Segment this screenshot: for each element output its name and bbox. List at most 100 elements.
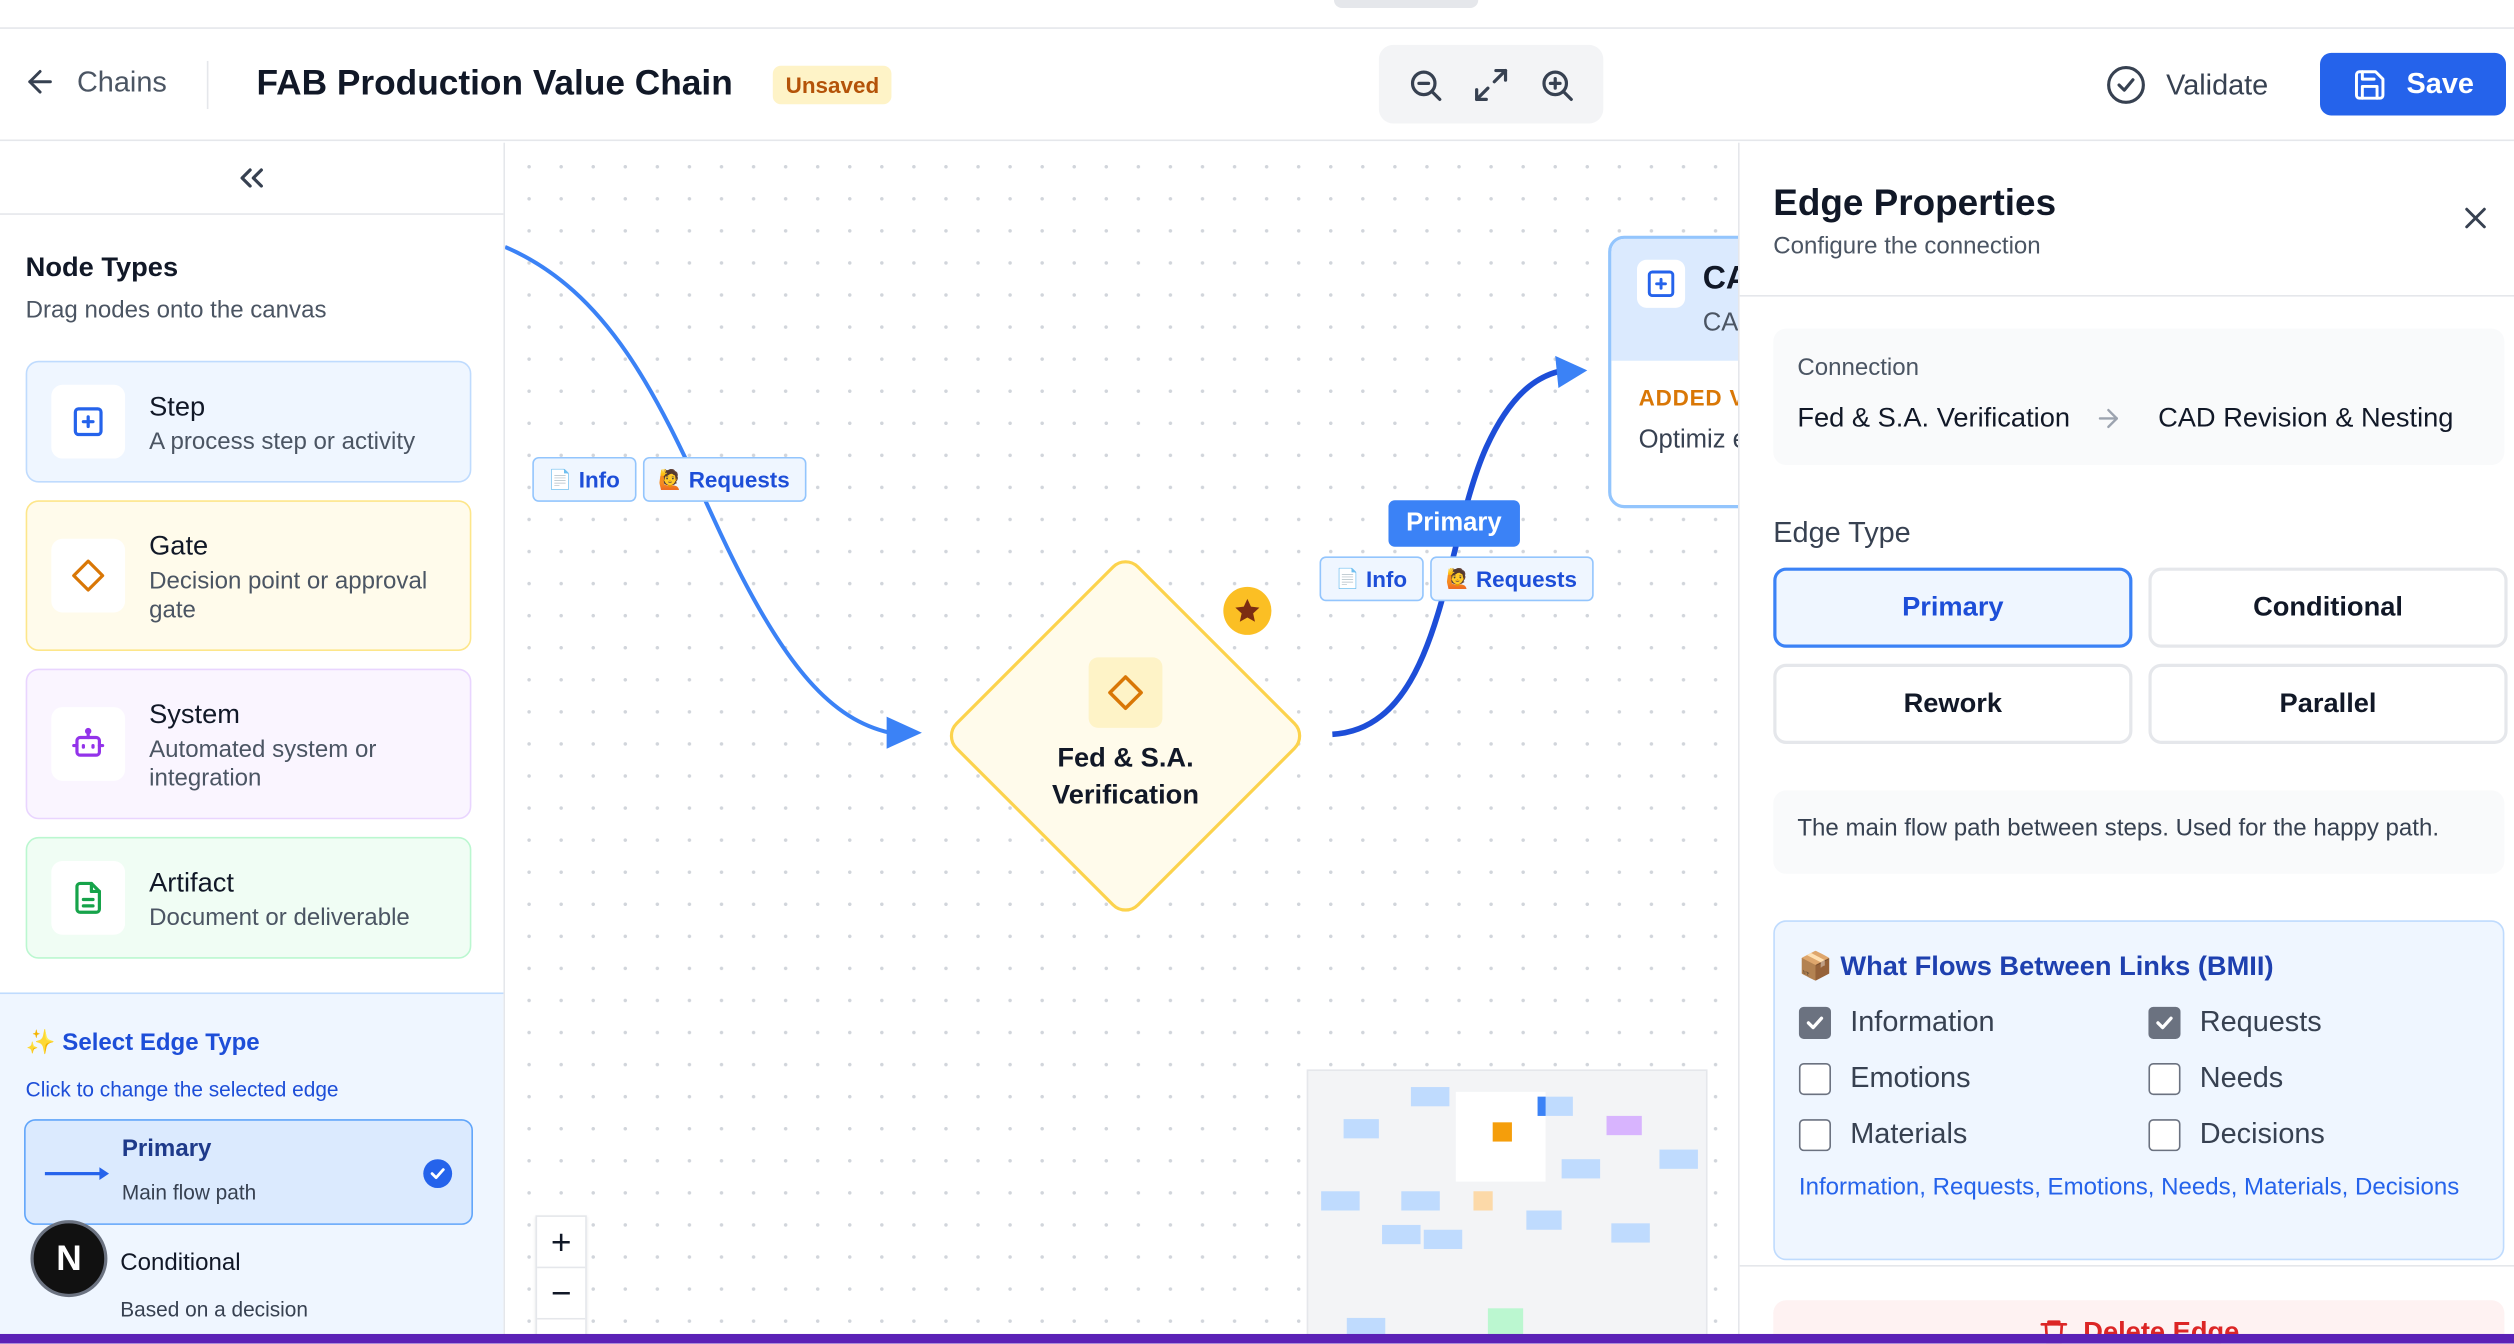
edge-chip-requests[interactable]: 🙋Requests xyxy=(1429,556,1594,602)
bmii-checkbox-decisions[interactable]: Decisions xyxy=(2148,1118,2325,1152)
edge-chip-info[interactable]: 📄Info xyxy=(532,456,636,502)
selected-edge-arrowhead xyxy=(1555,355,1588,389)
minimap-node xyxy=(1611,1223,1650,1243)
selected-edge[interactable] xyxy=(1332,367,1564,738)
artifact-icon-box xyxy=(51,860,126,935)
gate-icon-box xyxy=(51,538,126,613)
minimap-node xyxy=(1346,1317,1386,1338)
document-icon: 📄 xyxy=(1335,567,1360,591)
checkbox-unchecked-icon xyxy=(1798,1062,1831,1095)
added-value-label: ADDED V xyxy=(1638,384,1740,411)
edge-flow-chips-left: 📄Info 🙋Requests xyxy=(532,456,806,502)
file-text-icon xyxy=(75,881,102,914)
minimap-node xyxy=(1606,1115,1642,1136)
panel-divider xyxy=(1739,1265,2514,1267)
edge-type-parallel-button[interactable]: Parallel xyxy=(2148,663,2508,744)
minimap-node xyxy=(1537,1096,1546,1116)
minimap-node xyxy=(1343,1119,1379,1139)
node-type-description: Decision point or approval gate xyxy=(149,567,428,624)
bmii-summary-links[interactable]: Information, Requests, Emotions, Needs, … xyxy=(1798,1173,2460,1201)
check-circle-icon xyxy=(2107,66,2145,104)
node-type-description: A process step or activity xyxy=(149,428,416,456)
node-type-gate[interactable]: Gate Decision point or approval gate xyxy=(25,500,472,651)
close-icon[interactable] xyxy=(2458,200,2493,235)
connection-summary: Connection Fed & S.A. Verification CAD R… xyxy=(1773,328,2505,465)
zoom-out-icon xyxy=(1410,69,1441,101)
canvas-minimap[interactable] xyxy=(1306,1069,1708,1344)
step-icon-box xyxy=(51,384,126,459)
node-type-artifact[interactable]: Artifact Document or deliverable xyxy=(25,836,472,959)
gate-node-fed-sa-verification[interactable]: Fed & S.A. Verification xyxy=(941,552,1310,920)
minimap-node xyxy=(1410,1087,1450,1107)
back-to-chains-button[interactable]: Chains xyxy=(22,64,167,99)
zoom-in-button[interactable] xyxy=(1532,59,1583,110)
flow-canvas[interactable]: 📄Info 🙋Requests Primary 📄Info 🙋Requests … xyxy=(505,142,1740,1344)
primary-line-icon xyxy=(44,1167,110,1181)
canvas-zoom-controls: + − xyxy=(535,1215,587,1344)
node-type-system[interactable]: System Automated system or integration xyxy=(25,668,472,820)
step-node-cad-revision[interactable]: CA CA ADDED V Optimiz ensures xyxy=(1608,235,1740,509)
header-bar: Chains FAB Production Value Chain Unsave… xyxy=(0,30,2514,142)
chevrons-left-icon[interactable] xyxy=(232,159,270,197)
edge-option-description: Main flow path xyxy=(121,1180,257,1205)
bmii-checkbox-information[interactable]: Information xyxy=(1798,1005,1995,1039)
added-value-text: Optimiz ensures xyxy=(1638,426,1740,454)
bmii-checkbox-emotions[interactable]: Emotions xyxy=(1798,1061,1971,1095)
panel-divider xyxy=(1739,295,2514,297)
document-icon: 📄 xyxy=(548,468,573,491)
edge-option-primary[interactable]: Primary Main flow path xyxy=(24,1119,473,1225)
minimap-node xyxy=(1492,1122,1512,1142)
drag-handle[interactable] xyxy=(1333,0,1479,9)
bmii-checkbox-materials[interactable]: Materials xyxy=(1798,1118,1967,1152)
edge-type-conditional-button[interactable]: Conditional xyxy=(2148,567,2508,648)
panel-subtitle: Configure the connection xyxy=(1773,232,2041,260)
step-node-title: CA xyxy=(1702,261,1740,297)
node-type-title: Step xyxy=(149,391,206,422)
zoom-out-button[interactable] xyxy=(1399,59,1450,110)
checkbox-checked-icon xyxy=(2148,1006,2181,1039)
edge-option-conditional[interactable]: Conditional Based on a decision xyxy=(24,1238,473,1344)
save-label: Save xyxy=(2406,67,2474,100)
edge-type-label: Edge Type xyxy=(1773,516,1911,549)
edge-type-primary-button[interactable]: Primary xyxy=(1773,567,2133,648)
node-type-title: System xyxy=(149,699,240,730)
node-type-step[interactable]: Step A process step or activity xyxy=(25,360,472,483)
gate-node-icon-box xyxy=(1088,657,1163,728)
bmii-title: 📦 What Flows Between Links (BMII) xyxy=(1798,950,2274,982)
header-divider xyxy=(206,60,209,110)
save-button[interactable]: Save xyxy=(2320,52,2506,116)
canvas-zoom-in-button[interactable]: + xyxy=(537,1217,586,1269)
minimap-node xyxy=(1561,1159,1601,1179)
node-type-title: Artifact xyxy=(149,867,234,898)
system-icon-box xyxy=(51,707,126,781)
fit-view-button[interactable] xyxy=(1465,59,1516,110)
zoom-in-icon xyxy=(1542,69,1574,101)
validate-label: Validate xyxy=(2166,68,2269,101)
bmii-checkbox-requests[interactable]: Requests xyxy=(2148,1005,2322,1039)
canvas-zoom-out-button[interactable]: − xyxy=(537,1268,586,1320)
bmii-checkbox-needs[interactable]: Needs xyxy=(2148,1061,2283,1095)
top-strip xyxy=(0,0,2514,29)
chain-title[interactable]: FAB Production Value Chain xyxy=(256,62,733,103)
edge-chip-requests[interactable]: 🙋Requests xyxy=(642,456,806,502)
edge-type-description: The main flow path between steps. Used f… xyxy=(1773,790,2505,874)
minimap-node xyxy=(1401,1191,1440,1211)
bot-icon xyxy=(72,727,105,757)
bmii-flows-section: 📦 What Flows Between Links (BMII) Inform… xyxy=(1773,920,2505,1261)
arrow-left-icon xyxy=(28,70,52,94)
raised-hand-icon: 🙋 xyxy=(658,468,683,491)
edge-type-rework-button[interactable]: Rework xyxy=(1773,663,2133,744)
minimap-node xyxy=(1382,1224,1421,1245)
plus-square-icon xyxy=(73,407,103,437)
selected-edge-label[interactable]: Primary xyxy=(1388,500,1520,547)
edge-option-name: Primary xyxy=(121,1135,212,1163)
validate-button[interactable]: Validate xyxy=(2105,64,2268,106)
unsaved-badge: Unsaved xyxy=(772,65,893,105)
incoming-edge[interactable] xyxy=(505,245,891,735)
node-types-title: Node Types xyxy=(25,251,179,283)
user-avatar[interactable]: N xyxy=(30,1220,108,1298)
connection-target: CAD Revision & Nesting xyxy=(2158,402,2454,433)
checkbox-unchecked-icon xyxy=(2148,1062,2181,1095)
arrow-right-icon xyxy=(2098,408,2118,429)
edge-chip-info[interactable]: 📄Info xyxy=(1319,556,1424,602)
